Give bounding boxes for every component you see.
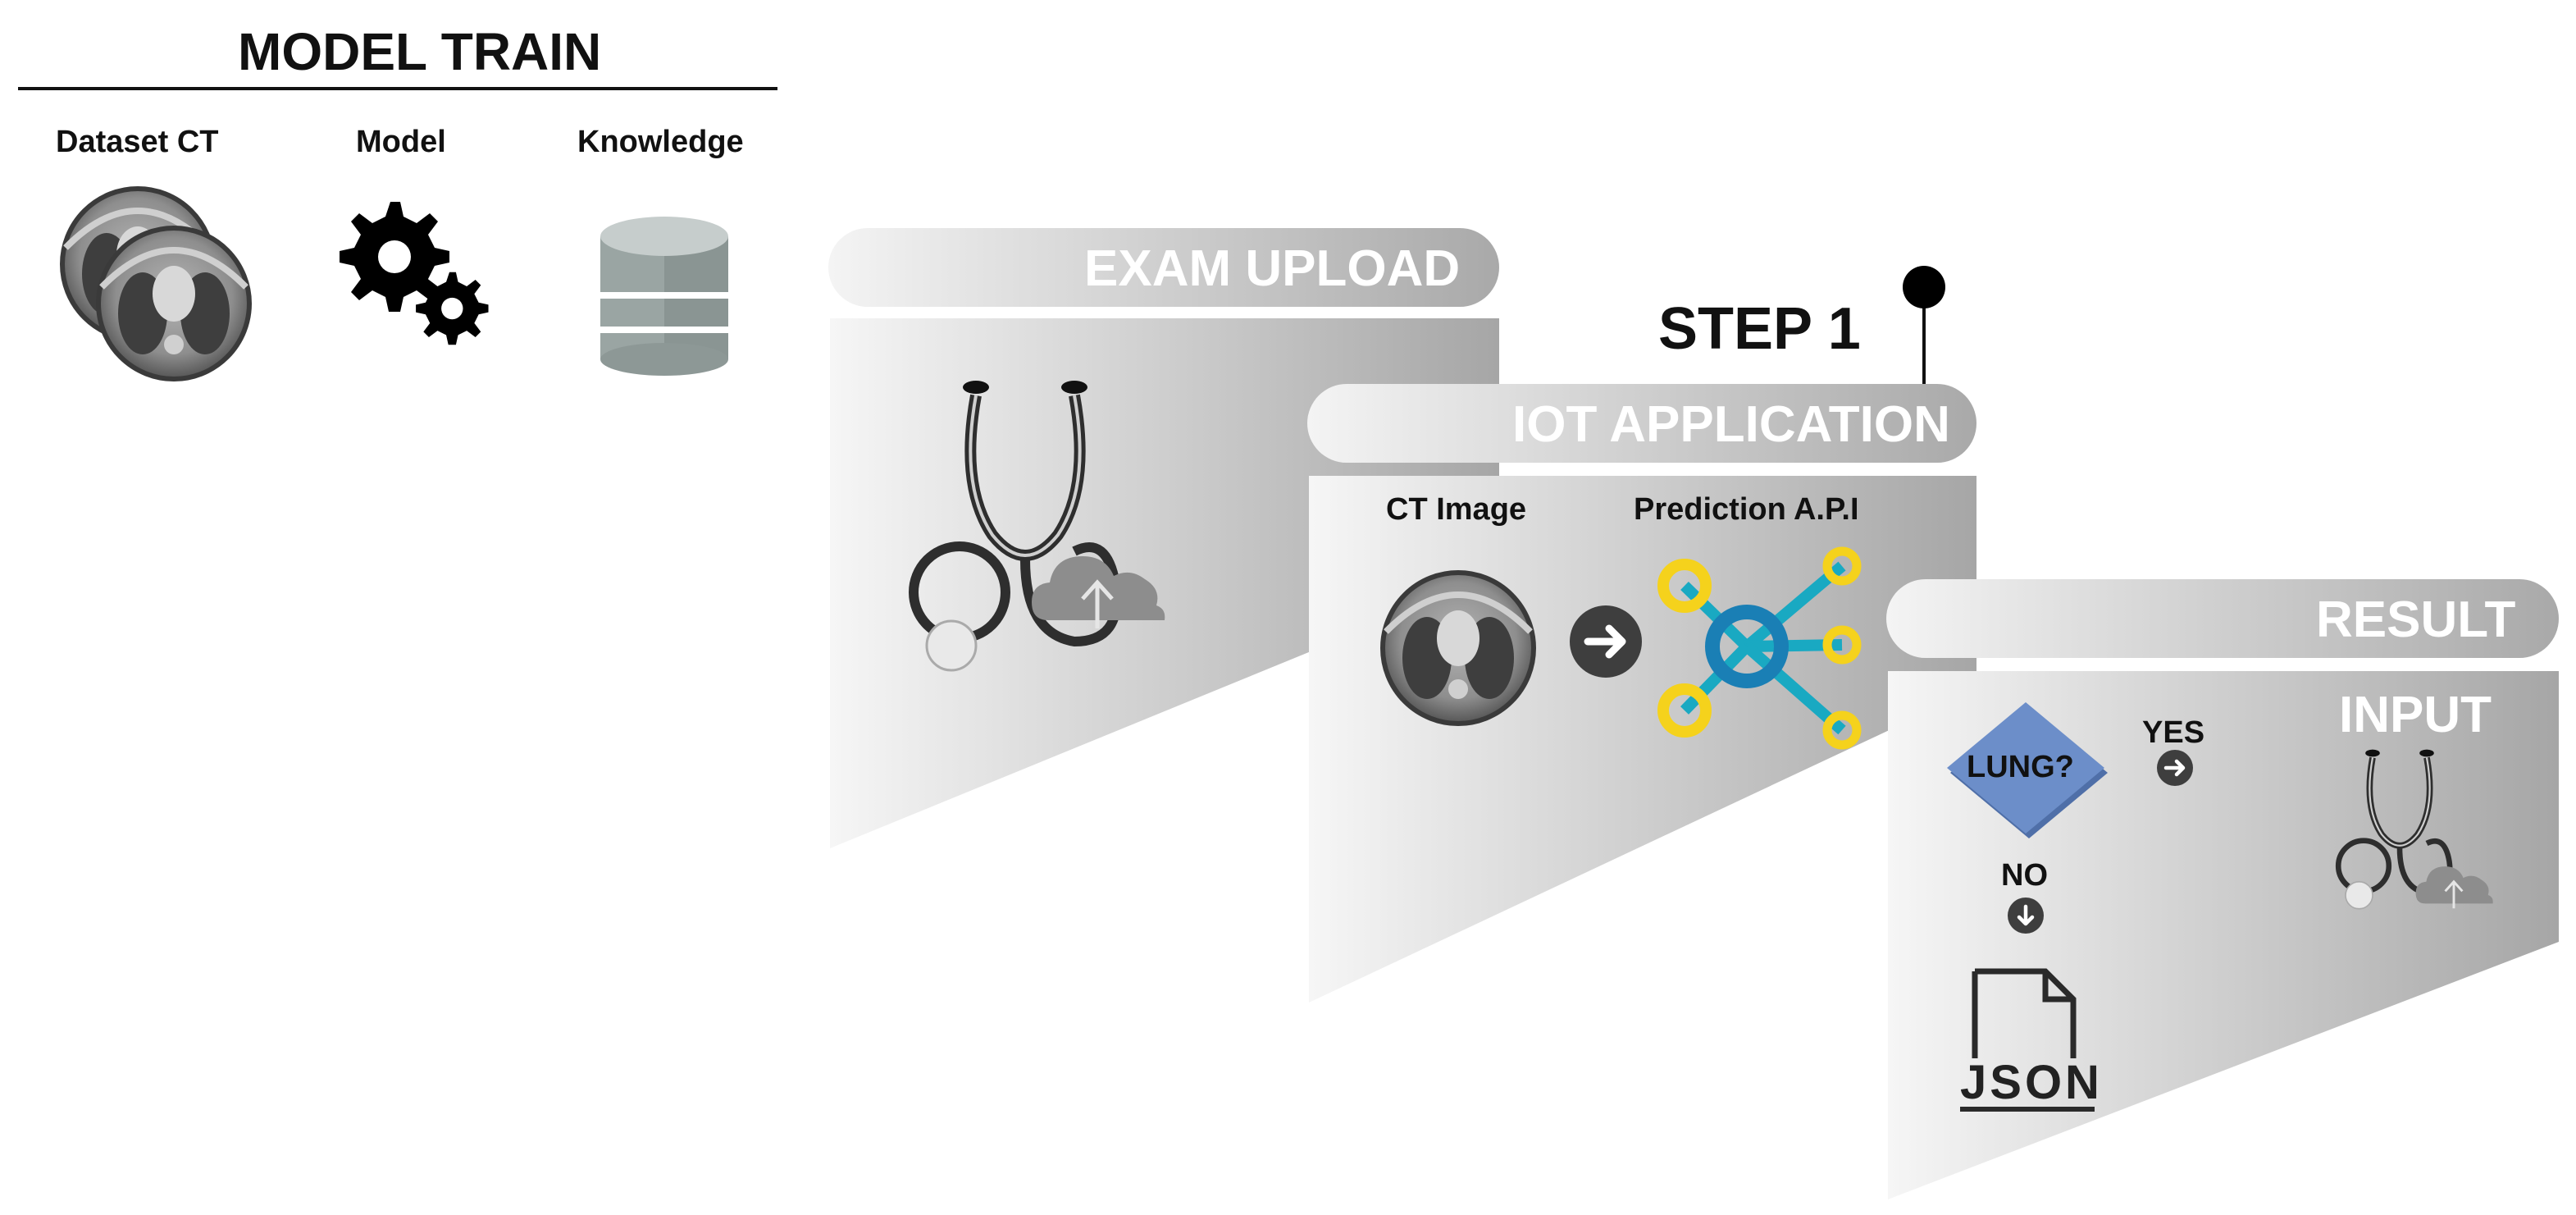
- result-tab: [1886, 579, 2559, 658]
- gears-icon: [340, 202, 489, 345]
- no-label: NO: [2001, 858, 2048, 893]
- result-title: RESULT: [2316, 592, 2516, 648]
- iot-application-panel: [1307, 384, 1976, 1003]
- exam-upload-tab: [828, 228, 1499, 307]
- iot-application-tab: [1307, 384, 1976, 463]
- result-panel: [1886, 579, 2559, 1199]
- json-file-label: JSON: [1960, 1056, 2103, 1109]
- yes-label: YES: [2142, 715, 2205, 750]
- model-label: Model: [356, 125, 446, 159]
- arrow-right-icon: [1570, 605, 1642, 678]
- iot-application-title: IOT APPLICATION: [1512, 396, 1950, 453]
- arrow-right-icon: [2157, 750, 2193, 786]
- step-label: STEP 1: [1658, 296, 1861, 362]
- iot-application-body: [1309, 476, 1976, 1003]
- prediction-api-label: Prediction A.P.I: [1634, 492, 1859, 527]
- dataset-ct-label: Dataset CT: [56, 125, 219, 159]
- knowledge-label: Knowledge: [577, 125, 744, 159]
- ct-image-label: CT Image: [1386, 492, 1527, 527]
- step-marker: [1903, 266, 1945, 386]
- decision-diamond: [1947, 702, 2108, 838]
- model-train-title: MODEL TRAIN: [238, 22, 602, 81]
- exam-upload-title: EXAM UPLOAD: [1084, 240, 1461, 297]
- arrow-down-icon: [2008, 898, 2044, 934]
- ct-scan-icon: [1383, 573, 1534, 724]
- model-train-section: [18, 87, 777, 379]
- json-file-icon: [1960, 968, 2095, 1112]
- database-icon: [600, 217, 728, 376]
- network-hub-icon: [1657, 546, 1862, 750]
- step-marker-dot: [1903, 266, 1945, 308]
- ct-scan-stack-icon: [62, 189, 249, 379]
- decision-label: LUNG?: [1967, 750, 2074, 784]
- input-label: INPUT: [2339, 687, 2492, 743]
